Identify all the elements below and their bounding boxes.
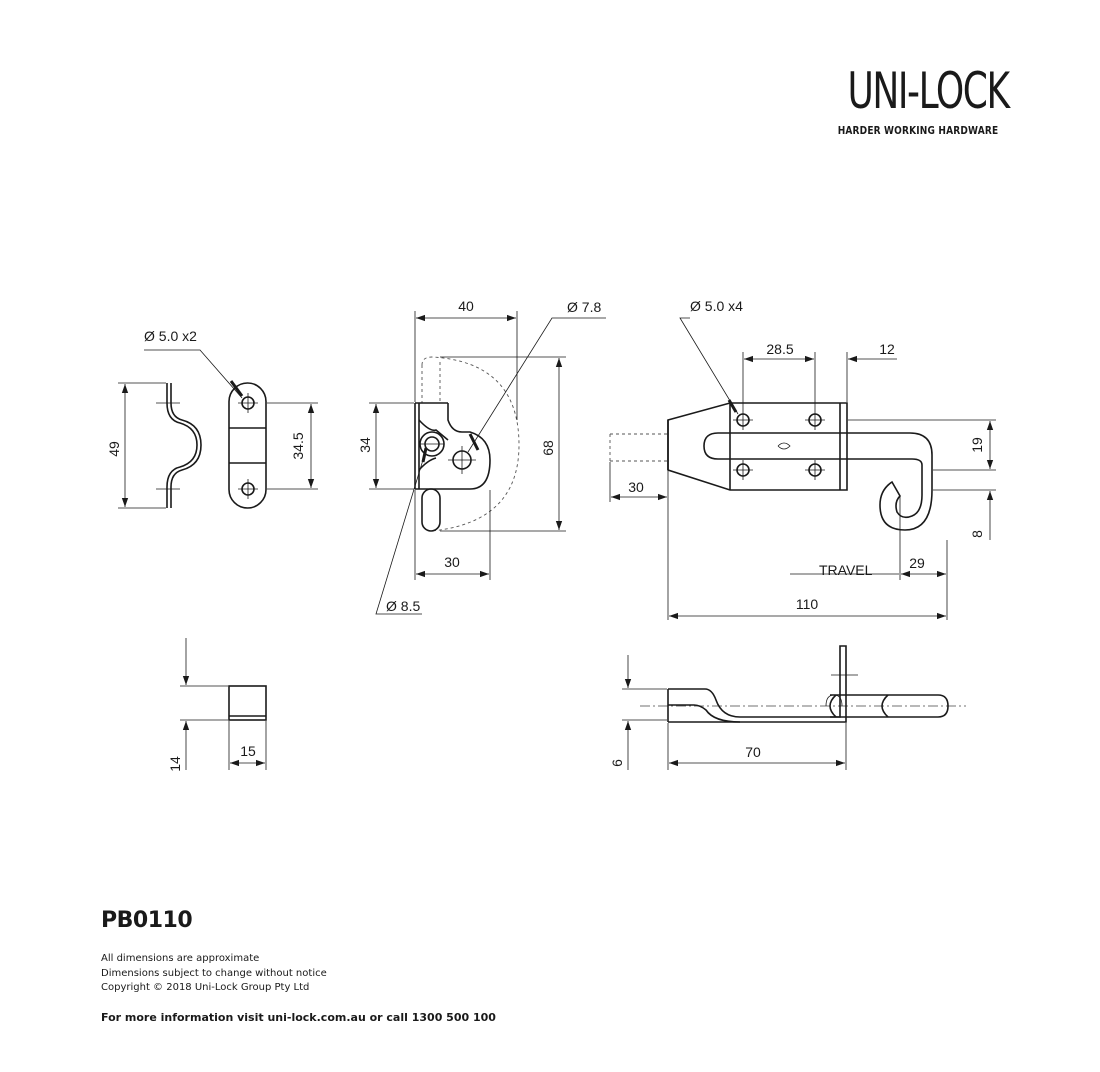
dim-bolt-end-offset-label: 12 bbox=[879, 341, 895, 357]
dim-plate-thickness-label: 6 bbox=[609, 759, 625, 767]
dim-travel-caption: TRAVEL bbox=[819, 562, 873, 578]
note-approximate: All dimensions are approximate bbox=[101, 953, 260, 964]
dim-bolt-length: 110 bbox=[669, 596, 946, 620]
dim-keeper-swing-label: 68 bbox=[540, 440, 556, 456]
footer-contact: For more information visit uni-lock.com.… bbox=[101, 1011, 496, 1024]
dim-plate-thickness: 6 bbox=[609, 655, 667, 770]
dim-bolt-hook-gap-label: 8 bbox=[969, 530, 985, 538]
dim-travel: TRAVEL 29 bbox=[790, 497, 948, 620]
note-subject-to-change: Dimensions subject to change without not… bbox=[101, 967, 327, 979]
dim-bolt-hook-height-label: 19 bbox=[969, 437, 985, 453]
brand-tagline: HARDER WORKING HARDWARE bbox=[837, 124, 999, 137]
dim-bolt-hook-height: 19 bbox=[848, 419, 996, 471]
dim-staple-width: 15 bbox=[228, 721, 267, 770]
dim-bolt-holes: Ø 5.0 x4 bbox=[679, 298, 743, 415]
dim-staple-hole-spacing-label: 34.5 bbox=[290, 432, 306, 459]
dim-travel-label: 29 bbox=[909, 555, 925, 571]
dim-bolt-overhang-label: 30 bbox=[628, 479, 644, 495]
dim-staple-width-label: 15 bbox=[240, 743, 256, 759]
bolt-side-view bbox=[640, 645, 966, 723]
dim-bolt-length-label: 110 bbox=[796, 596, 819, 612]
dim-keeper-hole-label: Ø 8.5 bbox=[386, 598, 420, 614]
staple-end-view bbox=[228, 685, 267, 721]
dim-keeper-base-label: 30 bbox=[444, 554, 460, 570]
staple-side-view bbox=[156, 383, 202, 508]
dim-keeper-hole: Ø 8.5 bbox=[375, 447, 428, 615]
dim-staple-height-label: 49 bbox=[106, 441, 122, 457]
dim-keeper-width: 40 bbox=[414, 298, 518, 420]
keeper-view bbox=[414, 356, 520, 532]
dim-staple-holes-label: Ø 5.0 x2 bbox=[144, 328, 197, 344]
dim-bolt-overhang: 30 bbox=[609, 462, 669, 620]
dim-keeper-height-label: 34 bbox=[357, 437, 373, 453]
dim-plate-length-label: 70 bbox=[745, 744, 761, 760]
brand-logo: UNI-LOCK HARDER WORKING HARDWARE bbox=[820, 60, 1016, 137]
bolt-top-view bbox=[609, 402, 933, 531]
dim-bolt-hole-spacing: 28.5 bbox=[742, 341, 816, 410]
dim-bolt-holes-label: Ø 5.0 x4 bbox=[690, 298, 743, 314]
dim-bolt-hole-spacing-label: 28.5 bbox=[766, 341, 793, 357]
dim-keeper-base: 30 bbox=[414, 490, 491, 580]
dim-staple-hole-spacing: 34.5 bbox=[267, 402, 318, 490]
dim-bolt-hook-gap: 8 bbox=[933, 489, 996, 540]
note-copyright: Copyright © 2018 Uni-Lock Group Pty Ltd bbox=[101, 982, 310, 993]
dim-bolt-end-offset: 12 bbox=[846, 341, 897, 402]
dim-staple-depth-label: 14 bbox=[167, 756, 183, 772]
product-code: PB0110 bbox=[101, 908, 193, 933]
dim-staple-holes: Ø 5.0 x2 bbox=[144, 328, 244, 399]
staple-front-view bbox=[228, 382, 267, 509]
dim-keeper-pivot-hole-label: Ø 7.8 bbox=[567, 299, 601, 315]
dim-keeper-pivot-hole: Ø 7.8 bbox=[467, 299, 606, 453]
dim-keeper-swing: 68 bbox=[440, 356, 566, 532]
disclaimer-notes: All dimensions are approximate Dimension… bbox=[101, 952, 327, 996]
dim-keeper-height: 34 bbox=[357, 402, 414, 490]
dim-staple-height: 49 bbox=[106, 382, 166, 509]
brand-name: UNI-LOCK bbox=[847, 62, 1010, 120]
dim-keeper-width-label: 40 bbox=[458, 298, 474, 314]
dim-staple-depth: 14 bbox=[167, 638, 228, 772]
dim-plate-length: 70 bbox=[667, 723, 847, 770]
